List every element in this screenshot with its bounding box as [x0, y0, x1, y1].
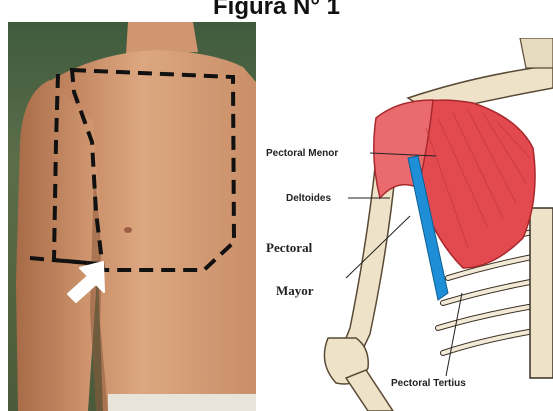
- nipple: [124, 227, 132, 233]
- spine: [520, 38, 553, 68]
- label-pectoral-tertius: Pectoral Tertius: [391, 378, 466, 389]
- forearm: [346, 370, 393, 411]
- torso-photo: [8, 22, 256, 411]
- torso-photo-drawing: [8, 22, 256, 411]
- sternum: [530, 208, 553, 378]
- anatomy-illustration: Pectoral Menor Deltoides Pectoral Mayor …: [258, 38, 553, 411]
- neck: [126, 22, 198, 54]
- anatomy-drawing: [258, 38, 553, 411]
- label-pectoral-menor: Pectoral Menor: [266, 148, 338, 159]
- waistband: [108, 394, 256, 411]
- label-mayor: Mayor: [276, 283, 314, 299]
- label-pectoral: Pectoral: [266, 240, 312, 256]
- label-deltoides: Deltoides: [286, 193, 331, 204]
- figure-title: Figura N° 1: [0, 0, 553, 21]
